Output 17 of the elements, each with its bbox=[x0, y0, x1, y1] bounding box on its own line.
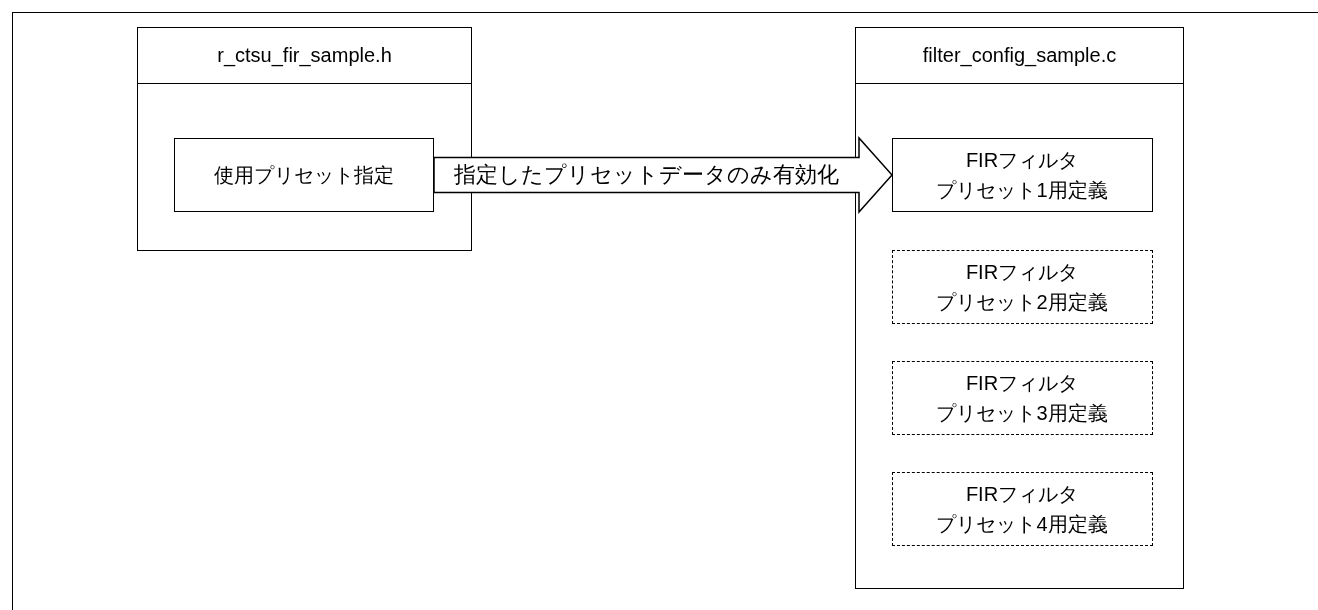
file-name-header: filter_config_sample.c bbox=[856, 28, 1183, 84]
box-text: プリセット3用定義 bbox=[936, 400, 1108, 426]
box-text: 使用プリセット指定 bbox=[213, 162, 394, 188]
box-text: FIRフィルタ bbox=[965, 147, 1079, 173]
preset-box bbox=[891, 249, 1153, 324]
box-text: プリセット1用定義 bbox=[936, 177, 1108, 203]
file-name-header: r_ctsu_fir_sample.h bbox=[138, 28, 471, 84]
box-text: FIRフィルタ bbox=[965, 370, 1079, 396]
definition-box bbox=[891, 137, 1153, 212]
box-text: FIRフィルタ bbox=[965, 259, 1079, 285]
box-text: FIRフィルタ bbox=[965, 481, 1079, 507]
preset-box bbox=[891, 471, 1153, 546]
edge-label: 指定したプリセットデータのみ有効化 bbox=[454, 162, 839, 188]
box-text: プリセット2用定義 bbox=[936, 289, 1108, 315]
definition-box bbox=[173, 137, 434, 212]
box-text: プリセット4用定義 bbox=[936, 511, 1108, 537]
preset-box bbox=[891, 360, 1153, 435]
